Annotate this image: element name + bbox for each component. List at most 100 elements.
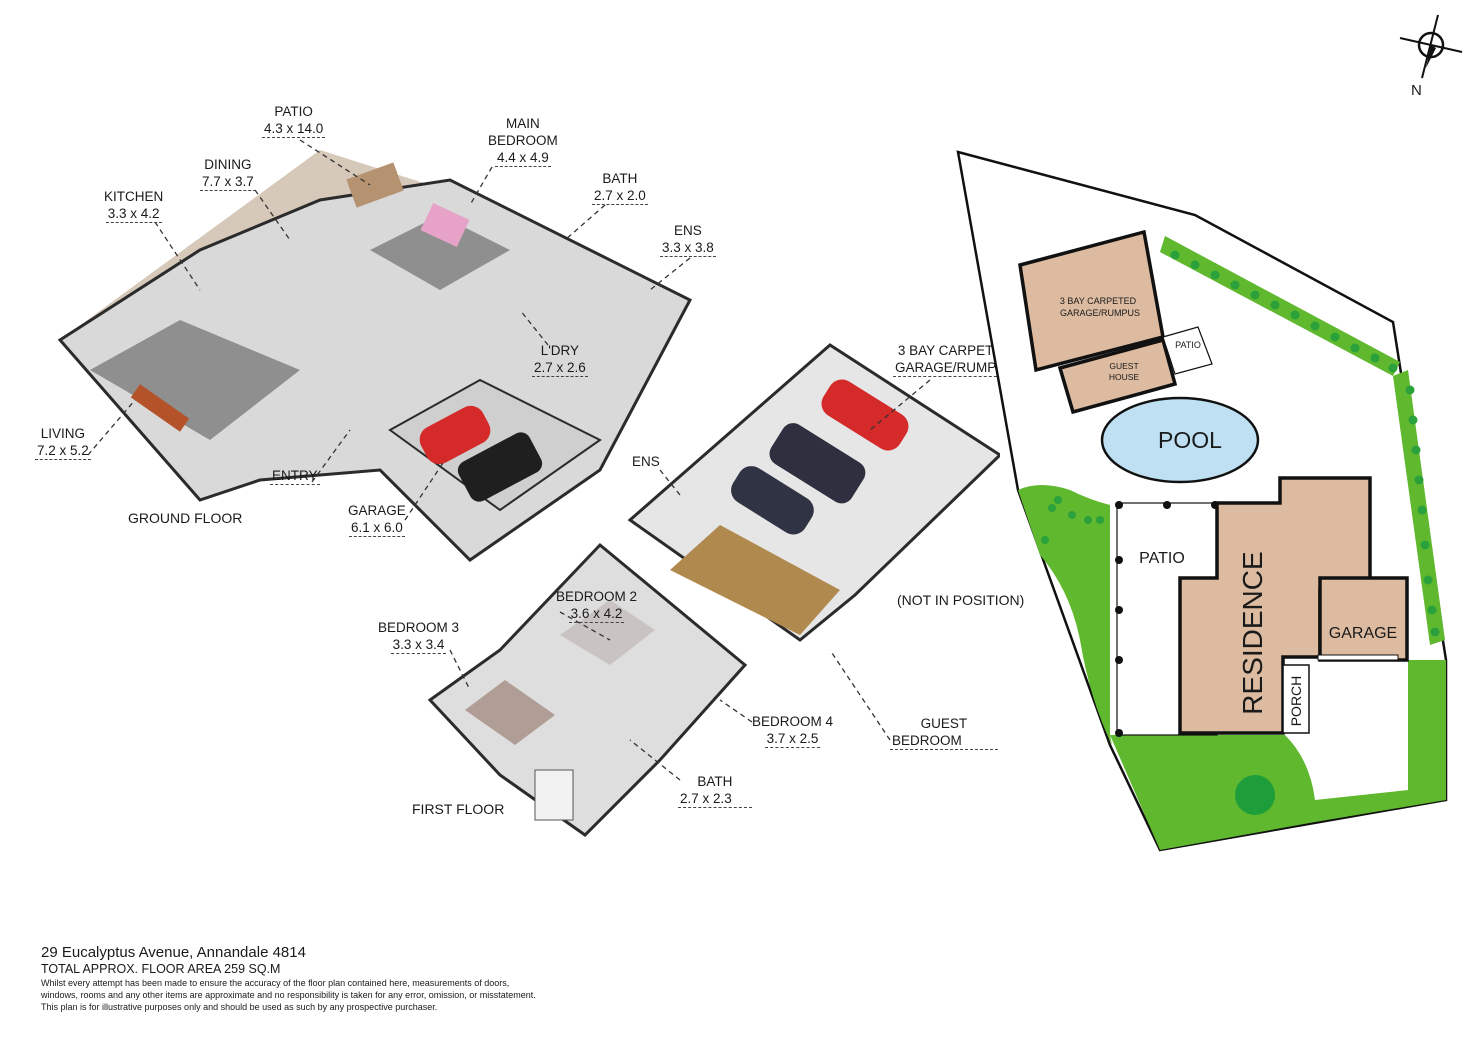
dining-table [346,162,404,208]
disclaimer-line-3: This plan is for illustrative purposes o… [41,1002,438,1012]
label-dining-name: DINING [204,157,252,172]
label-guest-bedroom: GUEST BEDROOM [890,715,998,750]
label-garage: GARAGE 6.1 x 6.0 [348,502,406,537]
label-ens-ground: ENS 3.3 x 3.8 [660,222,716,257]
label-patio: PATIO 4.3 x 14.0 [262,103,326,138]
black-suv-ground [457,432,543,502]
total-floor-area: TOTAL APPROX. FLOOR AREA 259 SQ.M [41,962,281,976]
label-rumpus-name2: GARAGE/RUMPUS [893,360,1018,377]
site-pool [1100,396,1260,484]
site-small-patio-label: PATIO [1175,340,1201,350]
label-kitchen: KITCHEN 3.3 x 4.2 [104,188,163,223]
lawn-left [1018,485,1112,745]
living-floor [90,320,300,440]
label-living-dim: 7.2 x 5.2 [35,443,91,460]
label-kitchen-name: KITCHEN [104,189,164,204]
site-porch-label: PORCH [1288,676,1304,727]
site-pool-label: POOL [1158,427,1222,453]
site-rumpus-building [1018,229,1166,373]
site-rumpus-label-1: 3 BAY CARPETED [1060,296,1137,306]
label-guest-bedroom-name1: GUEST [920,716,968,731]
label-rumpus: 3 BAY CARPETED GARAGE/RUMPUS [893,342,1018,377]
compass-icon [1399,14,1463,79]
site-garage-label: GARAGE [1329,625,1397,642]
label-garage-dim: 6.1 x 6.0 [348,520,405,537]
label-main-bedroom: MAIN BEDROOM 4.4 x 4.9 [488,115,558,167]
label-main-bedroom-name2: BEDROOM [488,133,558,148]
site-patio-label: PATIO [1139,550,1185,567]
label-bath-first: BATH 2.7 x 2.3 [678,773,752,808]
site-garage [1318,576,1409,662]
label-dining-dim: 7.7 x 3.7 [200,174,256,191]
dark-suv-rumpus [769,423,866,504]
footer: 29 Eucalyptus Avenue, Annandale 4814 TOT… [41,944,661,1013]
label-ens-ground-dim: 3.3 x 3.8 [660,240,716,257]
leader-lines [87,139,931,781]
label-laundry: L'DRY 2.7 x 2.6 [532,342,588,377]
label-bath-first-dim: 2.7 x 2.3 [678,790,752,808]
label-not-in-position: (NOT IN POSITION) [897,592,1024,609]
label-bedroom2-name: BEDROOM 2 [556,589,638,604]
label-entry-name: ENTRY [270,468,320,485]
guest-bedroom-floor [670,525,840,635]
hedge-row [1160,236,1445,645]
lot-boundary [956,150,1448,852]
main-bedroom-floor [370,215,510,290]
hedge-shrubs [1041,250,1440,637]
site-rumpus-label-2: GARAGE/RUMPUS [1060,308,1140,318]
site-porch [1282,664,1310,734]
disclaimer-line-2: windows, rooms and any other items are a… [41,990,536,1000]
label-bath-ground-dim: 2.7 x 2.0 [592,188,648,205]
ground-floor-model [57,150,693,562]
first-floor-model [427,542,748,837]
label-bedroom4-name: BEDROOM 4 [752,714,834,729]
label-bedroom4-dim: 3.7 x 2.5 [764,731,821,748]
label-kitchen-dim: 3.3 x 4.2 [105,206,162,223]
label-bath-first-name: BATH [697,774,733,789]
dark-car-rumpus [731,466,814,535]
bedroom3-floor [465,680,555,745]
label-not-in-position-text: (NOT IN POSITION) [897,592,1025,608]
label-bath-ground-name: BATH [602,171,638,186]
red-car-ground [419,405,491,465]
bedroom2-floor [560,600,655,665]
label-garage-name: GARAGE [348,503,406,518]
site-guest-label-1: GUEST [1109,361,1138,371]
label-bedroom3: BEDROOM 3 3.3 x 3.4 [378,619,459,654]
patio-posts [1115,501,1219,737]
garage-door [1317,654,1399,661]
label-living: LIVING 7.2 x 5.2 [35,425,91,460]
label-bath-ground: BATH 2.7 x 2.0 [592,170,648,205]
first-floor-slab [427,542,748,837]
label-bedroom3-name: BEDROOM 3 [378,620,460,635]
label-ens-guest: ENS [632,453,660,470]
site-guest-label-2: HOUSE [1109,372,1140,382]
label-guest-bedroom-name2: BEDROOM [890,732,998,750]
label-bedroom4: BEDROOM 4 3.7 x 2.5 [752,713,833,748]
property-address: 29 Eucalyptus Avenue, Annandale 4814 [41,944,306,961]
label-main-bedroom-name1: MAIN [506,116,540,131]
label-living-name: LIVING [40,426,86,441]
lawn-right [1315,660,1446,822]
label-entry: ENTRY [270,467,320,485]
site-residence-label: RESIDENCE [1237,551,1268,714]
label-patio-dim: 4.3 x 14.0 [262,121,326,138]
section-ground-floor: GROUND FLOOR [128,510,243,526]
label-bedroom3-dim: 3.3 x 3.4 [390,637,447,654]
label-ens-ground-name: ENS [674,223,702,238]
floor-plan-illustration [57,139,1000,837]
disclaimer-line-1: Whilst every attempt has been made to en… [41,978,510,988]
site-guest-house [1057,337,1178,415]
lawn-bottom [1110,735,1315,850]
label-patio-name: PATIO [274,104,313,119]
label-bedroom2-dim: 3.6 x 4.2 [568,606,625,623]
compass-north-label: N [1411,82,1422,99]
bed-main [420,202,470,248]
label-laundry-dim: 2.7 x 2.6 [532,360,588,377]
section-first-floor: FIRST FLOOR [412,801,505,817]
site-small-patio [1162,326,1213,375]
label-rumpus-name1: 3 BAY CARPETED [897,343,1013,358]
rumpus-model [627,343,1000,642]
label-laundry-name: L'DRY [540,343,580,358]
site-patio [1116,502,1218,736]
